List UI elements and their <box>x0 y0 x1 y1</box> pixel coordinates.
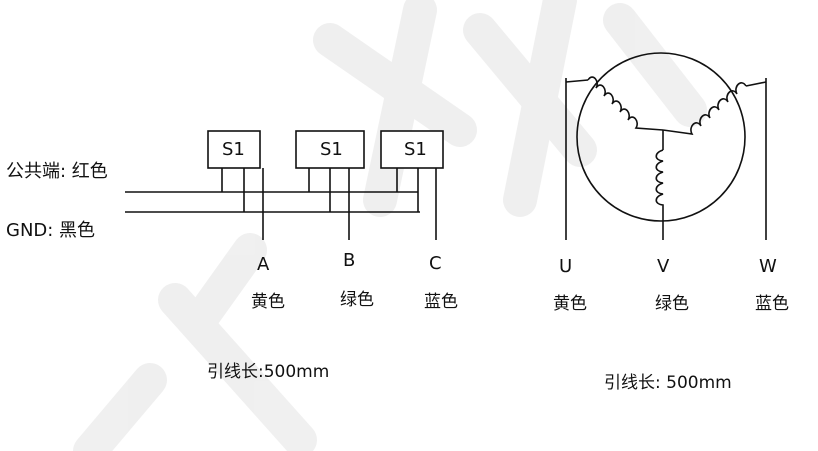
sensor-box-2 <box>295 130 365 169</box>
phase-color-w: 蓝色 <box>755 294 789 314</box>
output-color-a: 黄色 <box>251 292 285 312</box>
output-letter-c: C <box>429 253 442 274</box>
output-color-c: 蓝色 <box>424 292 458 312</box>
phase-color-v: 绿色 <box>655 294 689 314</box>
coil-w <box>662 82 747 136</box>
right-lead-length: 引线长: 500mm <box>604 373 732 393</box>
sensor-label-3: S1 <box>404 139 427 160</box>
phase-letter-u: U <box>559 256 573 277</box>
common-wire-label: 公共端: 红色 <box>6 161 108 182</box>
phase-letter-v: V <box>657 256 670 277</box>
left-lead-length: 引线长:500mm <box>207 362 330 382</box>
output-color-b: 绿色 <box>340 290 374 310</box>
phase-color-u: 黄色 <box>553 294 587 314</box>
sensor-box-3 <box>380 130 444 169</box>
sensor-label-2: S1 <box>320 139 343 160</box>
coil-u <box>587 76 664 131</box>
motor-circle <box>576 52 746 222</box>
sensor-box-1 <box>207 130 261 169</box>
output-letter-a: A <box>257 254 270 275</box>
gnd-wire-label: GND: 黑色 <box>6 220 96 241</box>
phase-letter-w: W <box>759 256 777 277</box>
coil-v <box>655 149 664 214</box>
output-letter-b: B <box>343 250 356 271</box>
sensor-label-1: S1 <box>222 139 245 160</box>
